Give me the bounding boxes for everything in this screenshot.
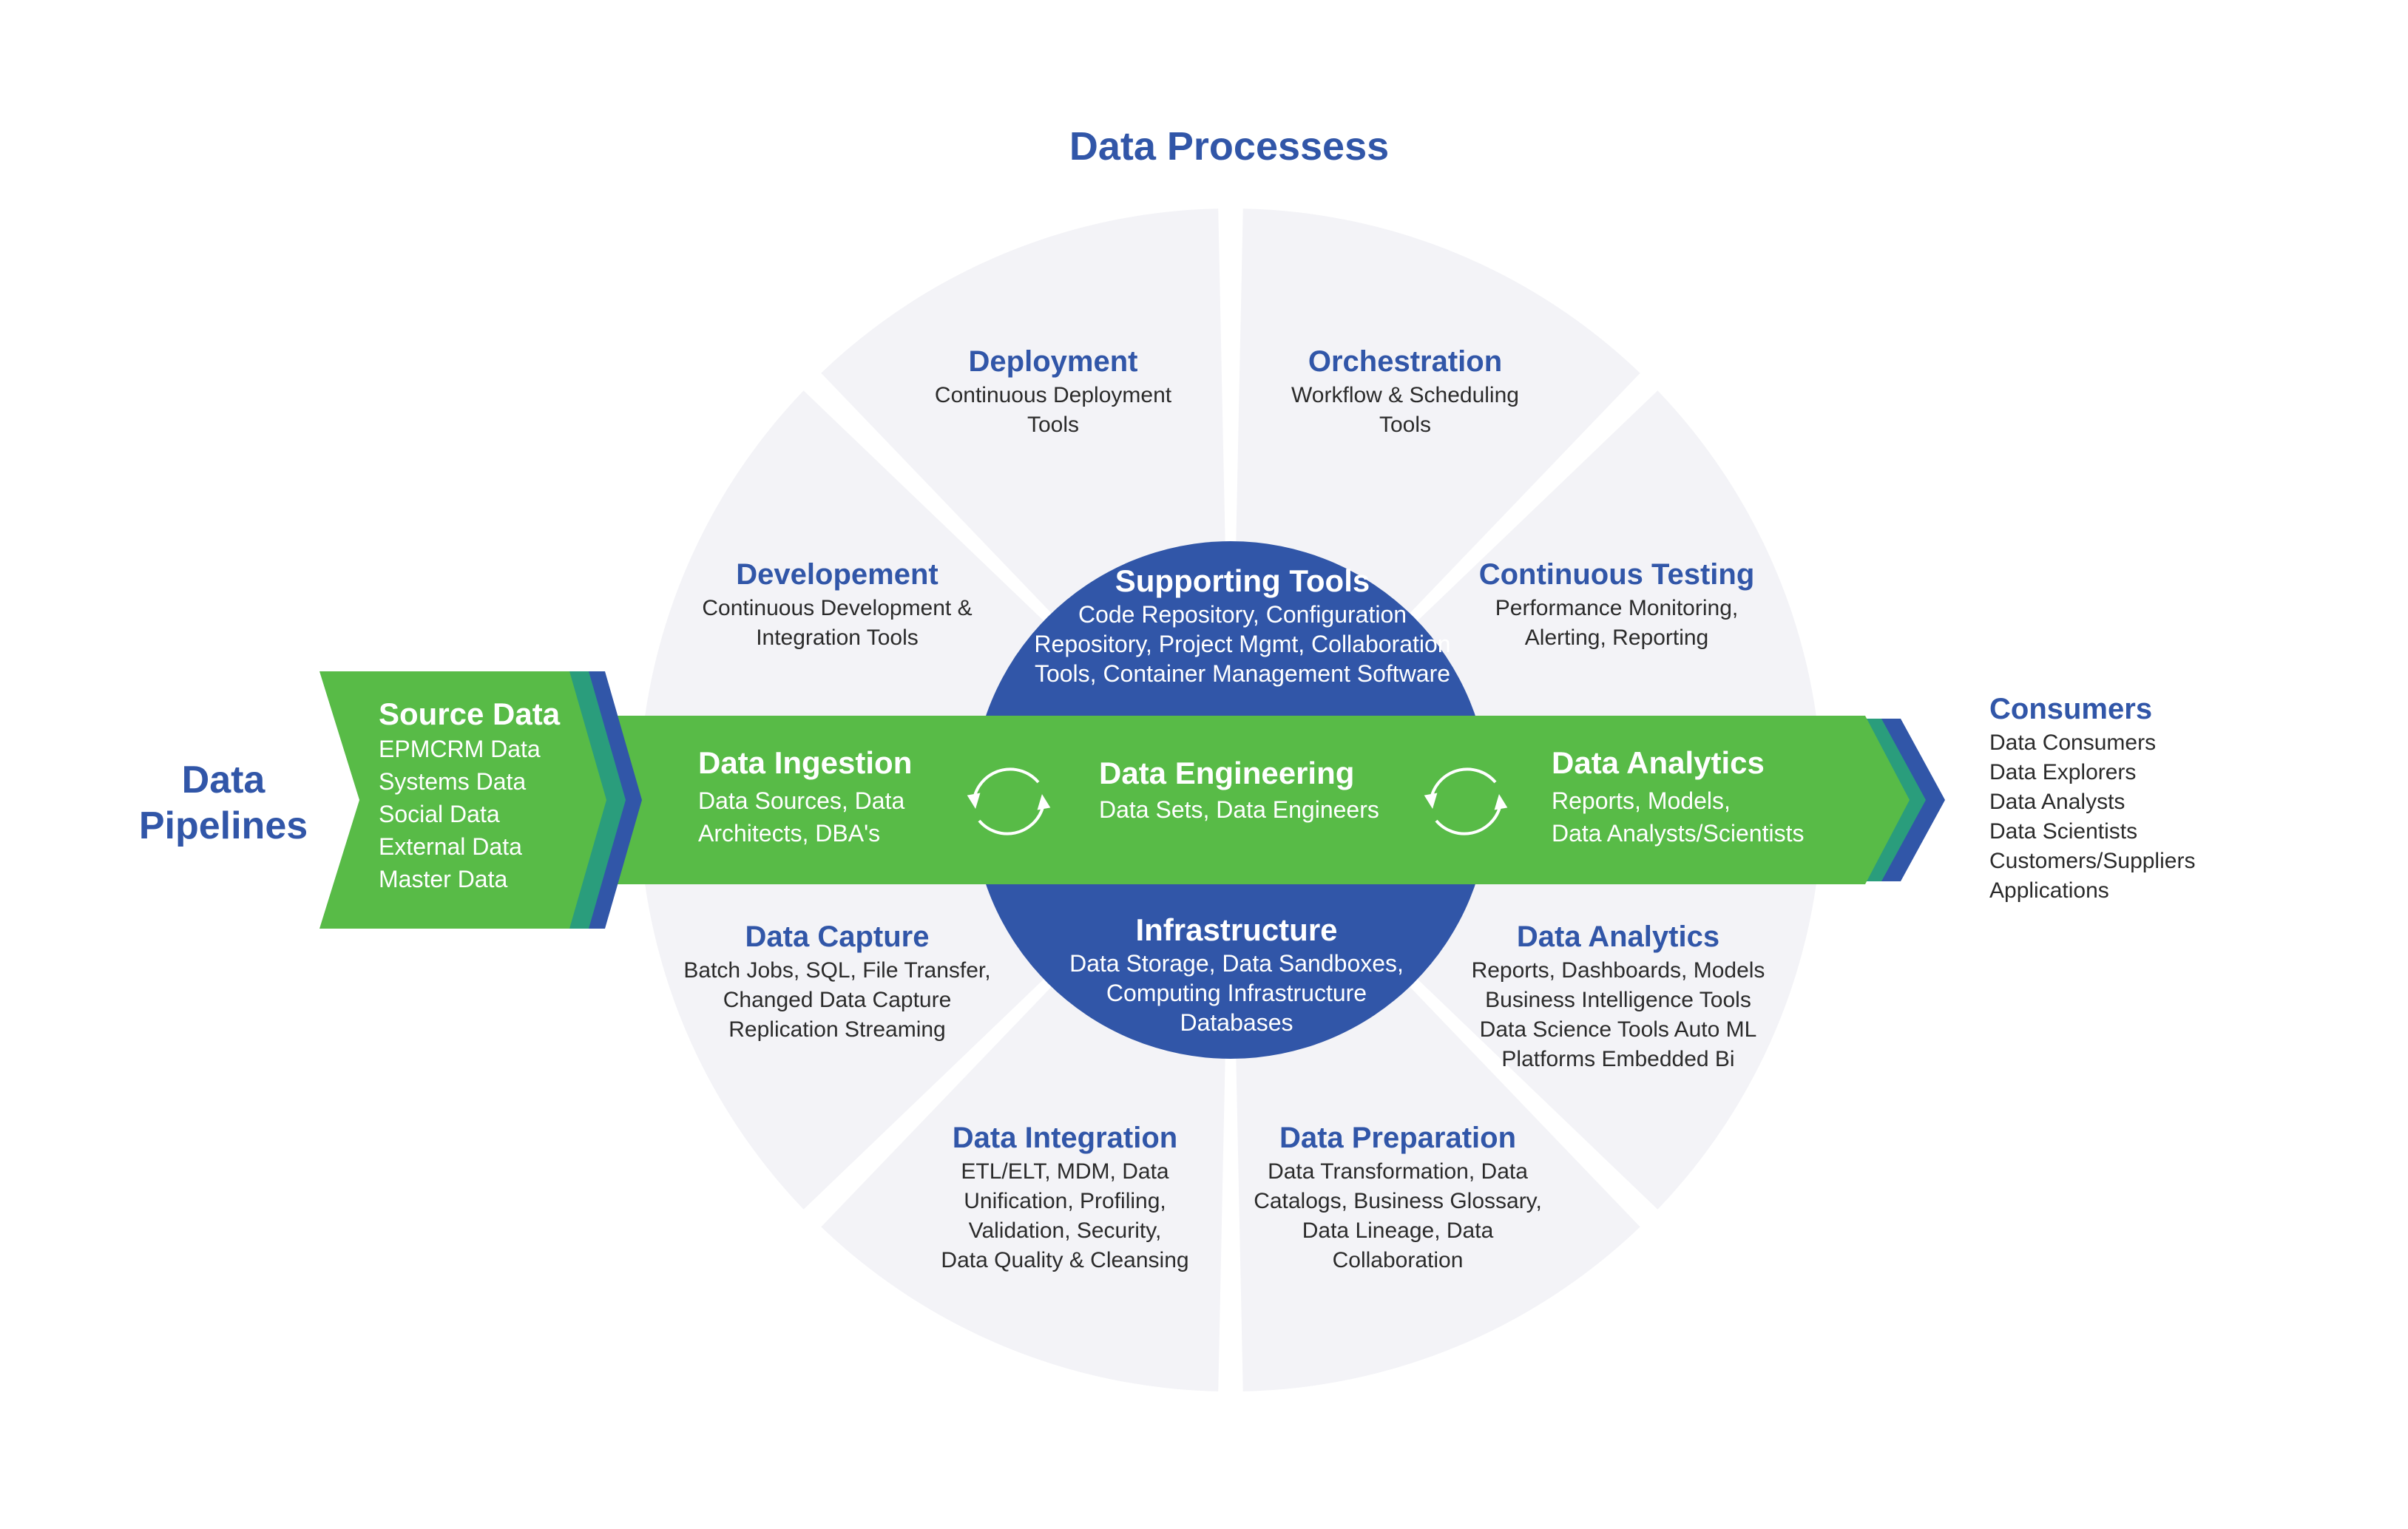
segment-line: Performance Monitoring, bbox=[1495, 596, 1738, 620]
segment-line: Changed Data Capture bbox=[723, 988, 952, 1012]
segment-line: Tools bbox=[1379, 413, 1431, 437]
stage-line: Architects, DBA's bbox=[698, 820, 880, 847]
stage-title: Data Analytics bbox=[1552, 745, 1765, 780]
segment-line: Data Science Tools Auto ML bbox=[1480, 1017, 1757, 1042]
segment-data-preparation: Data Preparation Data Transformation, Da… bbox=[1254, 1122, 1542, 1272]
segment-line: Continuous Development & bbox=[702, 596, 972, 620]
stage-line: Reports, Models, bbox=[1552, 787, 1731, 814]
source-data-chevron: Source Data EPMCRM Data Systems Data Soc… bbox=[319, 671, 642, 929]
side-title-line: Data bbox=[182, 759, 266, 801]
consumers-line: Data Consumers bbox=[1989, 730, 2156, 755]
segment-line: Data Transformation, Data bbox=[1268, 1159, 1528, 1184]
segment-line: Collaboration bbox=[1333, 1248, 1464, 1272]
segment-title: Continuous Testing bbox=[1479, 558, 1755, 591]
pipeline-stage-data-ingestion: Data Ingestion Data Sources, Data Archit… bbox=[698, 745, 912, 847]
segment-data-capture: Data Capture Batch Jobs, SQL, File Trans… bbox=[683, 921, 990, 1042]
source-data-title: Source Data bbox=[379, 696, 561, 731]
segment-line: Validation, Security, bbox=[969, 1218, 1162, 1243]
segment-title: Orchestration bbox=[1308, 345, 1502, 378]
cycle-arrows-icon bbox=[1424, 767, 1508, 835]
pipeline-stage-data-analytics: Data Analytics Reports, Models, Data Ana… bbox=[1552, 745, 1804, 847]
segment-deployment: Deployment Continuous Deployment Tools bbox=[935, 345, 1172, 437]
segment-line: Alerting, Reporting bbox=[1525, 626, 1708, 650]
source-teal-chevron bbox=[559, 671, 626, 929]
infrastructure-line: Data Storage, Data Sandboxes, bbox=[1069, 950, 1404, 977]
consumers-title: Consumers bbox=[1989, 693, 2152, 725]
segment-data-analytics: Data Analytics Reports, Dashboards, Mode… bbox=[1472, 921, 1765, 1071]
side-title-line: Pipelines bbox=[139, 804, 308, 847]
stage-title: Data Ingestion bbox=[698, 745, 912, 780]
source-data-line: Master Data bbox=[379, 866, 507, 892]
segment-line: Business Intelligence Tools bbox=[1485, 988, 1751, 1012]
infrastructure-block: Infrastructure Data Storage, Data Sandbo… bbox=[1069, 912, 1404, 1036]
segment-line: Unification, Profiling, bbox=[964, 1189, 1166, 1213]
segment-line: Workflow & Scheduling bbox=[1291, 383, 1519, 407]
supporting-tools-title: Supporting Tools bbox=[1115, 563, 1370, 598]
stage-line: Data Analysts/Scientists bbox=[1552, 820, 1804, 847]
consumers-block: Consumers Data Consumers Data Explorers … bbox=[1989, 693, 2195, 903]
segment-line: Batch Jobs, SQL, File Transfer, bbox=[683, 958, 990, 983]
segment-line: Catalogs, Business Glossary, bbox=[1254, 1189, 1542, 1213]
source-blue-chevron bbox=[575, 671, 642, 929]
segment-line: Continuous Deployment bbox=[935, 383, 1172, 407]
supporting-tools-line: Repository, Project Mgmt, Collaboration bbox=[1034, 631, 1450, 657]
segment-title: Deployment bbox=[969, 345, 1138, 378]
segment-line: Data Quality & Cleansing bbox=[941, 1248, 1188, 1272]
pipeline-arrow-blue-chevron bbox=[1871, 719, 1945, 881]
source-green-chevron bbox=[319, 671, 606, 929]
side-title: Data Pipelines bbox=[139, 759, 308, 847]
segment-line: Tools bbox=[1027, 413, 1079, 437]
segment-orchestration: Orchestration Workflow & Scheduling Tool… bbox=[1291, 345, 1519, 437]
consumers-line: Applications bbox=[1989, 878, 2109, 903]
segment-developement: Developement Continuous Development & In… bbox=[702, 558, 972, 650]
supporting-tools-block: Supporting Tools Code Repository, Config… bbox=[1034, 563, 1450, 687]
segment-title: Data Preparation bbox=[1279, 1122, 1516, 1154]
infrastructure-line: Databases bbox=[1180, 1009, 1293, 1036]
consumers-line: Customers/Suppliers bbox=[1989, 849, 2195, 873]
segment-line: Platforms Embedded Bi bbox=[1501, 1047, 1734, 1071]
pipeline-arrow-band bbox=[606, 716, 1910, 884]
source-data-line: Social Data bbox=[379, 801, 500, 827]
segment-continuous-testing: Continuous Testing Performance Monitorin… bbox=[1479, 558, 1755, 650]
segment-title: Data Analytics bbox=[1517, 921, 1719, 953]
pipeline-arrow-teal-chevron bbox=[1852, 719, 1926, 881]
infrastructure-line: Computing Infrastructure bbox=[1106, 980, 1367, 1006]
segment-title: Data Integration bbox=[953, 1122, 1177, 1154]
source-data-line: External Data bbox=[379, 833, 522, 860]
cycle-arrows-icon bbox=[967, 767, 1051, 835]
segment-line: Reports, Dashboards, Models bbox=[1472, 958, 1765, 983]
segment-data-integration: Data Integration ETL/ELT, MDM, Data Unif… bbox=[941, 1122, 1188, 1272]
source-data-line: Systems Data bbox=[379, 768, 526, 795]
consumers-line: Data Scientists bbox=[1989, 819, 2137, 844]
segment-line: Integration Tools bbox=[756, 626, 919, 650]
segment-title: Developement bbox=[736, 558, 938, 591]
consumers-line: Data Explorers bbox=[1989, 760, 2136, 784]
supporting-tools-line: Code Repository, Configuration bbox=[1078, 601, 1407, 628]
stage-line: Data Sets, Data Engineers bbox=[1099, 796, 1379, 823]
pipeline-stage-data-engineering: Data Engineering Data Sets, Data Enginee… bbox=[1099, 756, 1379, 823]
supporting-tools-line: Tools, Container Management Software bbox=[1035, 660, 1450, 687]
diagram-title: Data Processess bbox=[1069, 124, 1389, 169]
consumers-line: Data Analysts bbox=[1989, 790, 2125, 814]
segment-line: Data Lineage, Data bbox=[1302, 1218, 1494, 1243]
stage-title: Data Engineering bbox=[1099, 756, 1354, 790]
segment-line: ETL/ELT, MDM, Data bbox=[961, 1159, 1169, 1184]
stage-line: Data Sources, Data bbox=[698, 787, 904, 814]
segment-line: Replication Streaming bbox=[728, 1017, 945, 1042]
segment-title: Data Capture bbox=[745, 921, 930, 953]
infrastructure-title: Infrastructure bbox=[1135, 912, 1337, 947]
source-data-line: EPMCRM Data bbox=[379, 736, 541, 762]
pipeline-arrow bbox=[606, 716, 1945, 884]
